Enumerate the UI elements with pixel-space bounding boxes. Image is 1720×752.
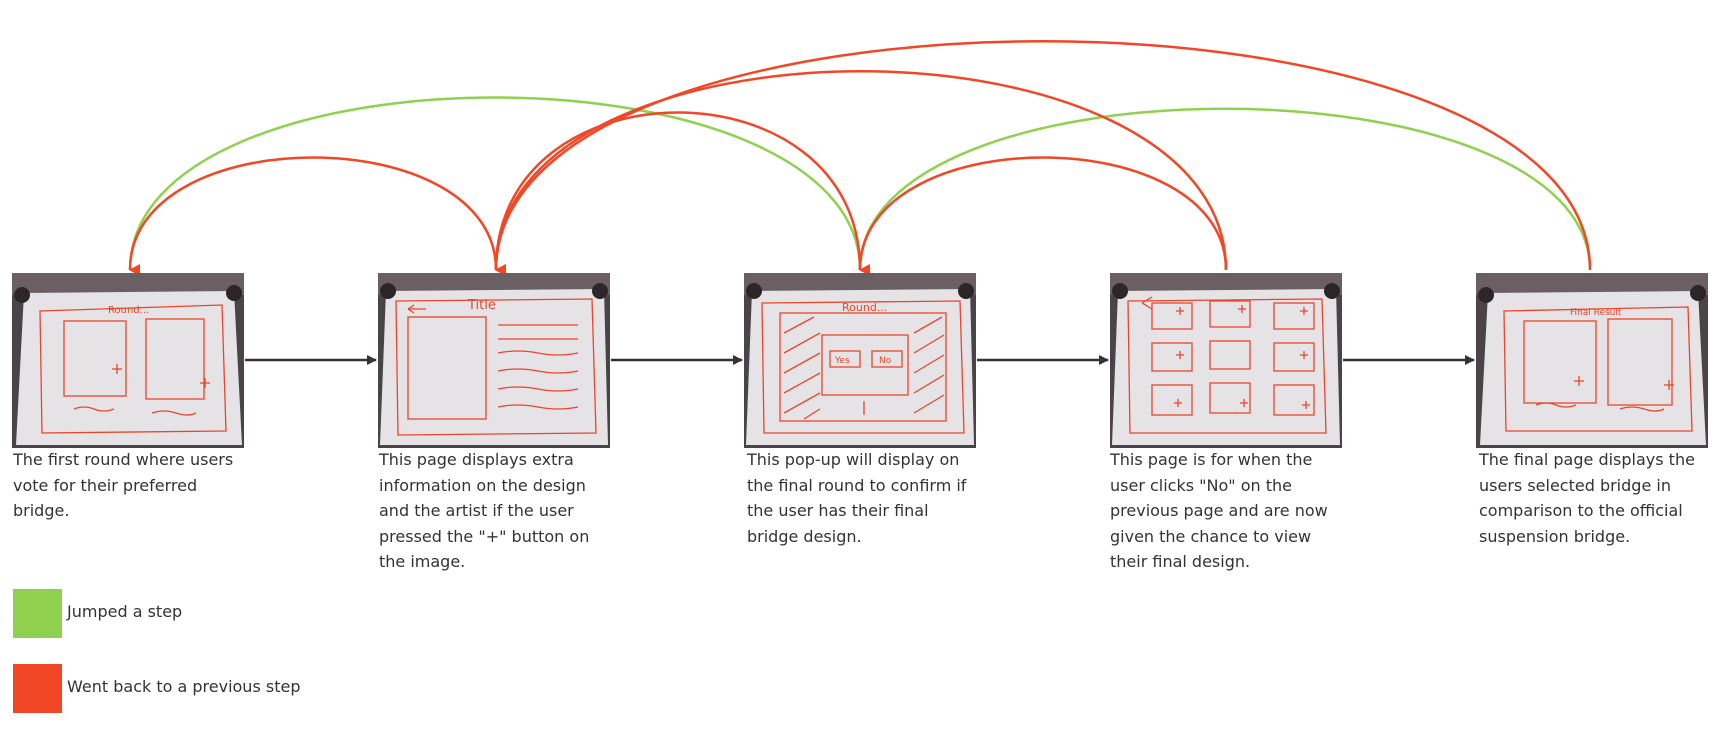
jump-arrow-final-to-popup	[858, 107, 1592, 277]
legend-back-label: Went back to a previous step	[67, 677, 301, 696]
step-popup-sketch: Round... Yes No	[744, 273, 976, 448]
sketch-text: Round...	[842, 301, 887, 314]
back-arrow-popup-to-info	[494, 111, 862, 277]
sketch-text: Final Result	[1570, 308, 1622, 318]
step-info-sketch: Title	[378, 273, 610, 448]
step-popup-caption: This pop-up will display on the final ro…	[747, 450, 967, 546]
step-round-caption: The first round where users vote for the…	[13, 450, 234, 520]
popup-yes-text: Yes	[834, 356, 850, 366]
back-arrow-info-to-round	[128, 156, 498, 277]
step-grid-caption: This page is for when the user clicks "N…	[1110, 450, 1328, 571]
legend-back-swatch	[13, 664, 62, 713]
legend-jump-label: Jumped a step	[67, 602, 183, 621]
jump-arrow-popup-to-round	[128, 96, 862, 277]
back-arrow-grid-to-info	[494, 70, 1228, 277]
step-round-sketch: Round...	[12, 273, 244, 448]
sketch-text: Round...	[108, 305, 149, 316]
step-grid-sketch	[1110, 273, 1342, 448]
step-info-caption: This page displays extra information on …	[379, 450, 590, 571]
step-final-sketch: Final Result	[1476, 273, 1708, 448]
step-final-caption: The final page displays the users select…	[1479, 450, 1695, 546]
back-arrow-grid-to-popup	[858, 156, 1228, 277]
sketch-text: Title	[467, 298, 496, 313]
legend-jump-swatch	[13, 589, 62, 638]
popup-no-text: No	[879, 356, 892, 366]
back-arrow-final-to-info	[494, 40, 1592, 277]
